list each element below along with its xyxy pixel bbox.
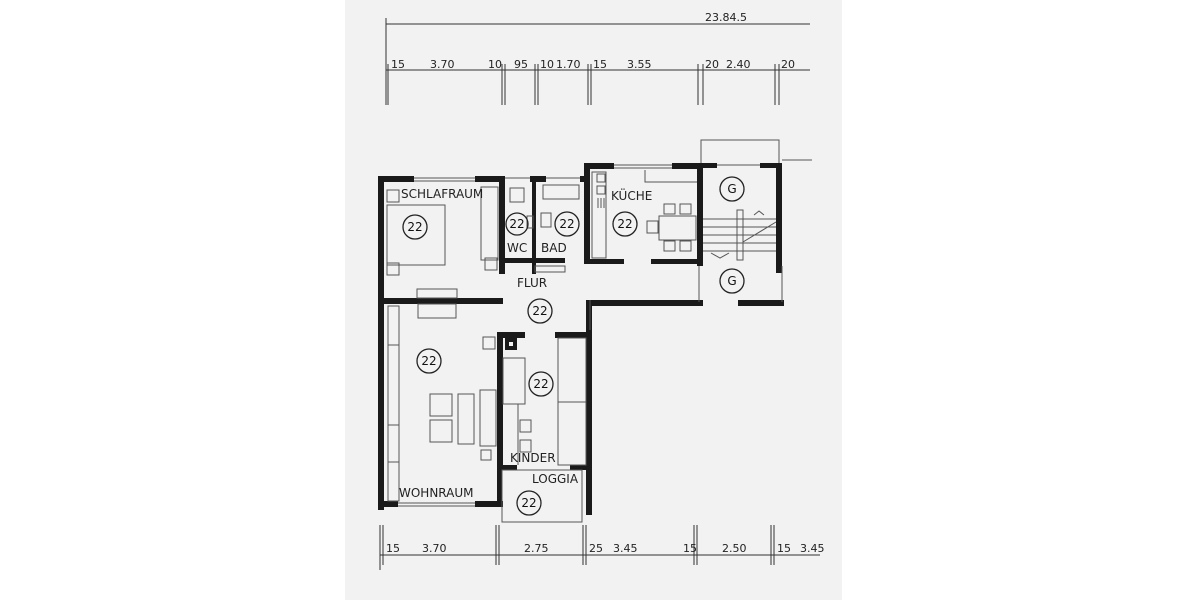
room-tag-wohnraum: 22	[421, 354, 436, 368]
dim-top-8: 20	[705, 58, 719, 71]
overall-dimension: 23.84.5	[705, 11, 747, 24]
room-tag-wc: 22	[509, 217, 524, 231]
furniture-and-fixtures	[386, 139, 812, 523]
dim-top-3: 95	[514, 58, 528, 71]
dim-top-1: 3.70	[430, 58, 455, 71]
room-label-kinder: KINDER	[510, 451, 556, 465]
room-label-wc: WC	[507, 241, 527, 255]
room-tags: 22 22 22 22 22 22 22 22 G G	[402, 176, 745, 516]
stair-tag-lower: G	[727, 274, 736, 288]
room-tag-kueche: 22	[617, 217, 632, 231]
dim-top-10: 20	[781, 58, 795, 71]
room-label-flur: FLUR	[517, 276, 547, 290]
room-label-bad: BAD	[541, 241, 567, 255]
dim-bottom-0: 15	[386, 542, 400, 555]
dim-top-4: 10	[540, 58, 554, 71]
room-tag-loggia: 22	[521, 496, 536, 510]
room-tag-flur: 22	[532, 304, 547, 318]
dim-top-9: 2.40	[726, 58, 751, 71]
room-label-wohnraum: WOHNRAUM	[399, 486, 474, 500]
stair-tag-upper: G	[727, 182, 736, 196]
room-label-schlafraum: SCHLAFRAUM	[401, 187, 483, 201]
walls	[378, 163, 784, 515]
dim-bottom-3: 25	[589, 542, 603, 555]
dim-bottom-6: 2.50	[722, 542, 747, 555]
stair-treads	[703, 209, 777, 261]
dim-bottom-1: 3.70	[422, 542, 447, 555]
room-tag-bad: 22	[559, 217, 574, 231]
bottom-dimension-chain: 15 3.70 2.75 25 3.45 15 2.50 15 3.45	[379, 525, 825, 570]
dim-top-6: 15	[593, 58, 607, 71]
dim-bottom-7: 15	[777, 542, 791, 555]
dim-top-2: 10	[488, 58, 502, 71]
dim-top-5: 1.70	[556, 58, 581, 71]
dim-top-7: 3.55	[627, 58, 652, 71]
dim-top-0: 15	[391, 58, 405, 71]
dim-bottom-2: 2.75	[524, 542, 549, 555]
room-label-kueche: KÜCHE	[611, 187, 652, 203]
dim-bottom-8: 3.45	[800, 542, 825, 555]
room-labels: SCHLAFRAUM WC BAD KÜCHE FLUR WOHNRAUM KI…	[399, 187, 652, 500]
room-tag-kinder: 22	[533, 377, 548, 391]
room-label-loggia: LOGGIA	[532, 472, 579, 486]
top-dimension-chain: 23.84.5 15 3.70 10 95 10 1.70 15 3.55 20…	[385, 11, 810, 105]
room-tag-schlafraum: 22	[407, 220, 422, 234]
dim-bottom-4: 3.45	[613, 542, 638, 555]
dim-bottom-5: 15	[683, 542, 697, 555]
